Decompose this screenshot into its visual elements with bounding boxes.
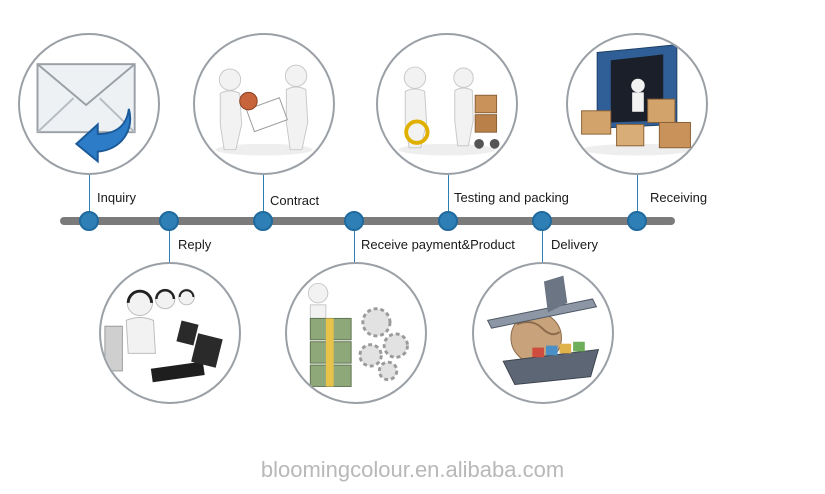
- connector-delivery: [542, 221, 543, 262]
- testing-circle: [376, 33, 518, 175]
- inquiry-circle: [18, 33, 160, 175]
- envelope-icon: [36, 63, 136, 164]
- reply-circle: [99, 262, 241, 404]
- money-gears-icon: [307, 282, 409, 387]
- contract-circle: [193, 33, 335, 175]
- payment-circle: [285, 262, 427, 404]
- container-boxes-icon: [581, 44, 692, 156]
- connector-inquiry: [89, 175, 90, 221]
- step-label-testing: Testing and packing: [454, 190, 569, 205]
- connector-reply: [169, 221, 170, 262]
- inspection-packing-icon: [398, 66, 500, 156]
- timeline-node-contract: [253, 211, 273, 231]
- connector-receiving: [637, 175, 638, 221]
- connector-payment: [354, 221, 355, 262]
- timeline-node-payment: [344, 211, 364, 231]
- footer-watermark: bloomingcolour.en.alibaba.com: [260, 457, 565, 482]
- receiving-circle: [566, 33, 708, 175]
- timeline-bar: [60, 217, 675, 225]
- timeline-node-delivery: [532, 211, 552, 231]
- step-label-delivery: Delivery: [551, 237, 598, 252]
- delivery-circle: [472, 262, 614, 404]
- connector-contract: [263, 175, 264, 221]
- timeline-node-inquiry: [79, 211, 99, 231]
- timeline-node-reply: [159, 211, 179, 231]
- connector-testing: [448, 175, 449, 221]
- step-label-payment: Receive payment&Product: [361, 237, 515, 252]
- step-label-inquiry: Inquiry: [97, 190, 137, 205]
- timeline-node-testing: [438, 211, 458, 231]
- handshake-contract-icon: [215, 64, 313, 156]
- step-label-contract: Contract: [270, 193, 320, 208]
- step-label-receiving: Receiving: [650, 190, 708, 205]
- step-label-reply: Reply: [178, 237, 212, 252]
- call-center-icon: [104, 288, 223, 383]
- timeline-node-receiving: [627, 211, 647, 231]
- plane-ship-globe-icon: [486, 275, 600, 386]
